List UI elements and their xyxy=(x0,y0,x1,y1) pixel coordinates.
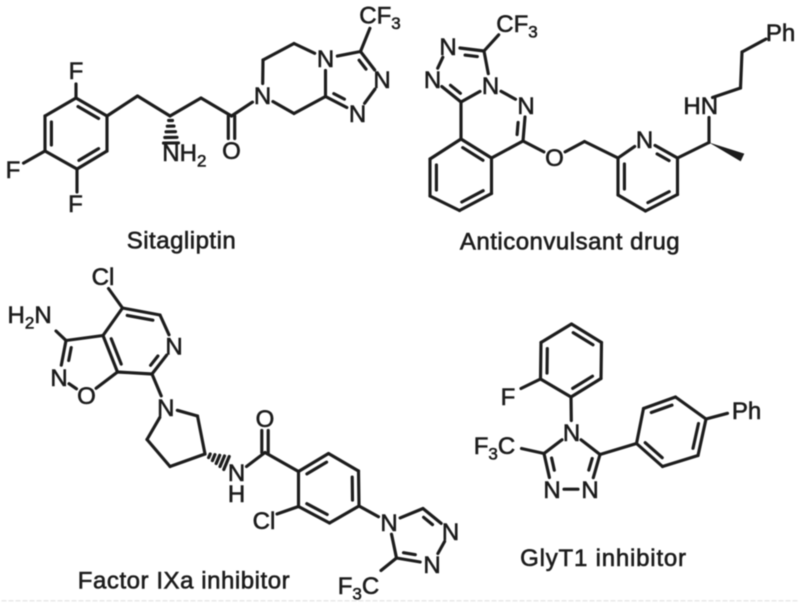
svg-text:N: N xyxy=(482,73,499,100)
svg-text:Sitagliptin: Sitagliptin xyxy=(127,228,237,255)
svg-text:Ph: Ph xyxy=(732,398,761,425)
svg-text:F: F xyxy=(6,157,21,184)
svg-text:N: N xyxy=(373,67,390,94)
svg-text:N: N xyxy=(254,83,271,110)
svg-text:F: F xyxy=(501,384,516,411)
svg-text:N: N xyxy=(636,127,653,154)
svg-text:Anticonvulsant drug: Anticonvulsant drug xyxy=(460,229,680,256)
svg-text:N: N xyxy=(157,395,174,422)
svg-text:N: N xyxy=(543,477,560,504)
svg-text:Ph: Ph xyxy=(766,20,795,47)
svg-text:N: N xyxy=(165,333,182,360)
svg-text:N: N xyxy=(423,552,440,579)
svg-text:GlyT1 inhibitor: GlyT1 inhibitor xyxy=(520,545,687,572)
svg-text:Factor IXa inhibitor: Factor IXa inhibitor xyxy=(78,568,290,595)
svg-text:O: O xyxy=(256,406,275,433)
svg-text:N: N xyxy=(50,365,67,392)
svg-text:H: H xyxy=(228,481,245,508)
svg-text:Cl: Cl xyxy=(253,508,276,535)
svg-text:N: N xyxy=(563,420,580,447)
svg-text:N: N xyxy=(517,93,534,120)
svg-text:N: N xyxy=(380,510,397,537)
svg-text:N: N xyxy=(581,477,598,504)
svg-text:HN: HN xyxy=(683,93,718,120)
svg-text:O: O xyxy=(222,138,241,165)
svg-text:Cl: Cl xyxy=(92,264,115,291)
svg-text:F: F xyxy=(69,58,84,85)
svg-text:F: F xyxy=(68,191,83,218)
svg-text:N: N xyxy=(349,101,366,128)
svg-text:N: N xyxy=(317,46,334,73)
svg-text:N: N xyxy=(442,519,459,546)
svg-text:N: N xyxy=(424,67,441,94)
svg-text:O: O xyxy=(77,383,96,410)
svg-text:N: N xyxy=(439,34,456,61)
svg-text:O: O xyxy=(545,145,564,172)
